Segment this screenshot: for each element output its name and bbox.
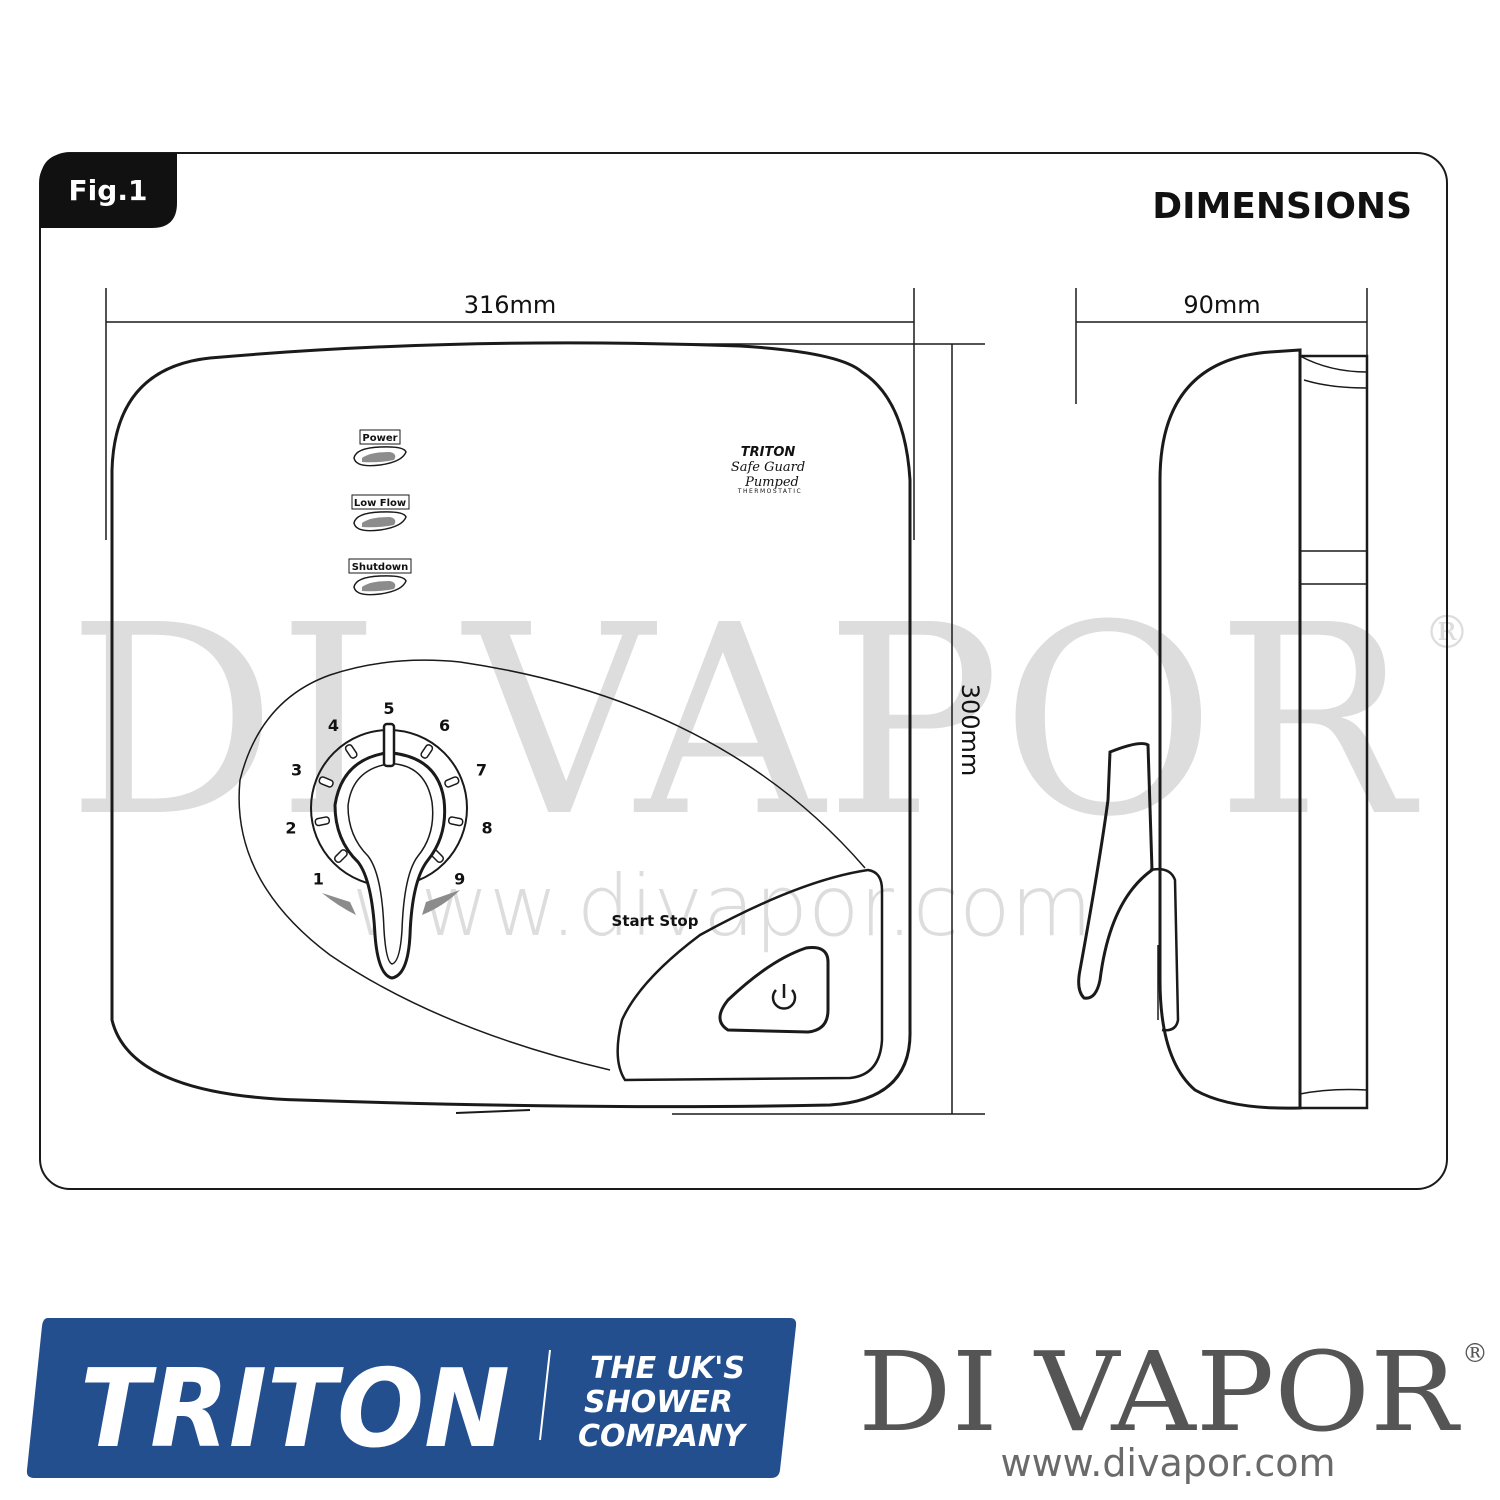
dial-number: 1 — [313, 870, 324, 889]
temperature-dial[interactable]: 1 2 3 4 5 6 7 8 9 — [285, 699, 493, 980]
figure-title: DIMENSIONS — [1152, 186, 1412, 227]
fig-tab — [40, 153, 177, 228]
start-stop-panel — [616, 868, 884, 1082]
dial-lever[interactable] — [333, 751, 447, 980]
dial-number: 2 — [285, 819, 296, 838]
dial-numbers: 1 2 3 4 5 6 7 8 9 — [285, 699, 492, 889]
height-label: 300mm — [956, 684, 984, 777]
height-dimension — [672, 343, 985, 1115]
divapor-logo: DI VAPOR — [858, 1328, 1461, 1456]
figure-frame — [39, 152, 1448, 1190]
fig-label: Fig.1 — [69, 174, 148, 207]
front-view — [110, 341, 912, 1114]
dial-tick — [444, 776, 460, 788]
indicator-low-flow: Low Flow — [351, 494, 410, 532]
panel-model-line3: THERMOSTATIC — [737, 488, 802, 495]
front-body-outline — [110, 341, 912, 1109]
indicator-shutdown-label: Shutdown — [352, 562, 409, 573]
width-label: 316mm — [464, 291, 557, 319]
dial-arrow-left — [322, 893, 356, 915]
tagline-line3: COMPANY — [578, 1419, 748, 1454]
start-stop-button[interactable] — [718, 946, 830, 1034]
dial-number: 3 — [291, 761, 302, 780]
dial-tick — [344, 744, 358, 759]
indicator-low-flow-label: Low Flow — [354, 498, 406, 509]
watermark-url: www.divapor.com — [352, 857, 1093, 955]
watermark-text: DI VAPOR — [67, 569, 1420, 874]
indicator-power: Power — [353, 429, 407, 467]
watermark: DI VAPOR ® www.divapor.com — [67, 569, 1470, 955]
start-stop-label: Start Stop — [612, 912, 699, 930]
dial-number: 7 — [476, 761, 487, 780]
triton-divider — [539, 1349, 551, 1441]
power-icon — [771, 984, 797, 1010]
dial-tick — [447, 816, 464, 827]
triton-badge — [26, 1318, 797, 1478]
panel-model-line2: Pumped — [744, 475, 799, 490]
dial-pointer — [382, 722, 396, 768]
triton-logo: TRITON — [80, 1347, 510, 1472]
width-dimension — [105, 288, 915, 540]
tagline-line2: SHOWER — [584, 1385, 733, 1420]
dial-tick — [318, 776, 334, 788]
dial-number: 9 — [454, 870, 465, 889]
start-stop-button-shape[interactable] — [718, 946, 830, 1034]
side-body-outline — [1158, 348, 1302, 1110]
tagline-line1: THE UK'S — [590, 1351, 745, 1386]
depth-dimension — [1075, 288, 1368, 404]
panel-brand: TRITON — [741, 445, 796, 460]
dial-number: 5 — [383, 699, 394, 718]
side-lever — [1077, 742, 1154, 1000]
divapor-url: www.divapor.com — [1000, 1441, 1335, 1485]
control-region — [238, 659, 866, 1071]
indicator-shutdown: Shutdown — [348, 558, 412, 596]
dial-number: 6 — [439, 716, 450, 735]
dial-number: 4 — [328, 716, 339, 735]
dial-tick — [420, 744, 434, 759]
dial-tick — [314, 816, 331, 827]
depth-label: 90mm — [1183, 291, 1260, 319]
dial-arrow-right — [422, 890, 460, 915]
dial-number: 8 — [482, 819, 493, 838]
indicator-power-label: Power — [362, 433, 397, 444]
panel-model-line1: Safe Guard — [731, 460, 805, 475]
side-view — [1077, 348, 1369, 1110]
dial-tick — [333, 849, 348, 864]
divapor-registered: ® — [1462, 1339, 1488, 1369]
